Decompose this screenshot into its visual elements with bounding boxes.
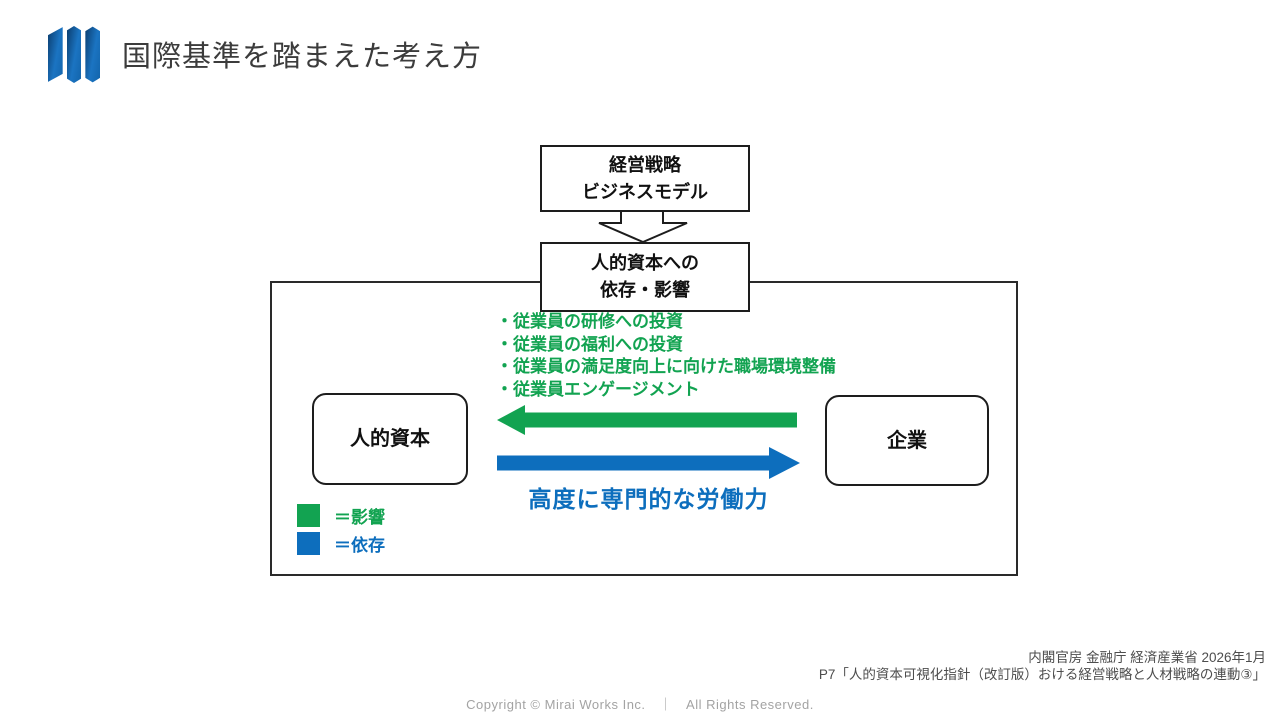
company-box-label: 企業 <box>887 429 927 452</box>
source-citation: 内閣官房 金融庁 経済産業省 2026年1月 P7「人的資本可視化指針（改訂版）… <box>819 649 1266 683</box>
influence-item: ・従業員エンゲージメント <box>496 379 700 399</box>
blue-swatch-icon <box>297 532 320 555</box>
source-line2: P7「人的資本可視化指針（改訂版）おける経営戦略と人材戦略の連動③」 <box>818 667 1266 682</box>
mirai-works-logo-icon <box>48 26 101 83</box>
legend-influence: ＝影響 <box>297 503 385 528</box>
human-capital-box-label: 人的資本 <box>350 428 430 450</box>
dependence-arrow-caption: 高度に専門的な労働力 <box>528 486 769 512</box>
influence-item: ・従業員の福利への投資 <box>496 334 683 354</box>
dependency-box-line2: 依存・影響 <box>600 280 690 300</box>
down-arrow-icon <box>598 208 688 243</box>
page-title: 国際基準を踏まえた考え方 <box>122 41 483 73</box>
strategy-box-line2: ビジネスモデル <box>582 181 708 202</box>
human-capital-box: 人的資本 <box>312 393 468 485</box>
legend-dependence-label: ＝依存 <box>334 536 385 555</box>
green-swatch-icon <box>297 504 320 527</box>
company-box: 企業 <box>825 395 989 486</box>
influence-arrow-icon <box>497 405 797 435</box>
source-line1: 内閣官房 金融庁 経済産業省 2026年1月 <box>1028 650 1266 665</box>
influence-item: ・従業員の研修への投資 <box>496 312 683 331</box>
legend-dependence: ＝依存 <box>297 531 385 556</box>
strategy-box-line1: 経営戦略 <box>609 154 681 175</box>
dependence-arrow-icon <box>497 447 800 479</box>
strategy-business-model-box: 経営戦略 ビジネスモデル <box>540 145 750 212</box>
influence-item: ・従業員の満足度向上に向けた職場環境整備 <box>496 357 836 376</box>
influence-bullet-list: ・従業員の研修への投資 ・従業員の福利への投資 ・従業員の満足度向上に向けた職場… <box>496 311 836 401</box>
dependency-box-line1: 人的資本への <box>591 253 699 273</box>
legend-influence-label: ＝影響 <box>334 508 385 527</box>
copyright-text: Copyright © Mirai Works Inc. ｜ All Right… <box>466 697 814 712</box>
human-capital-dependency-box: 人的資本への 依存・影響 <box>540 242 750 312</box>
